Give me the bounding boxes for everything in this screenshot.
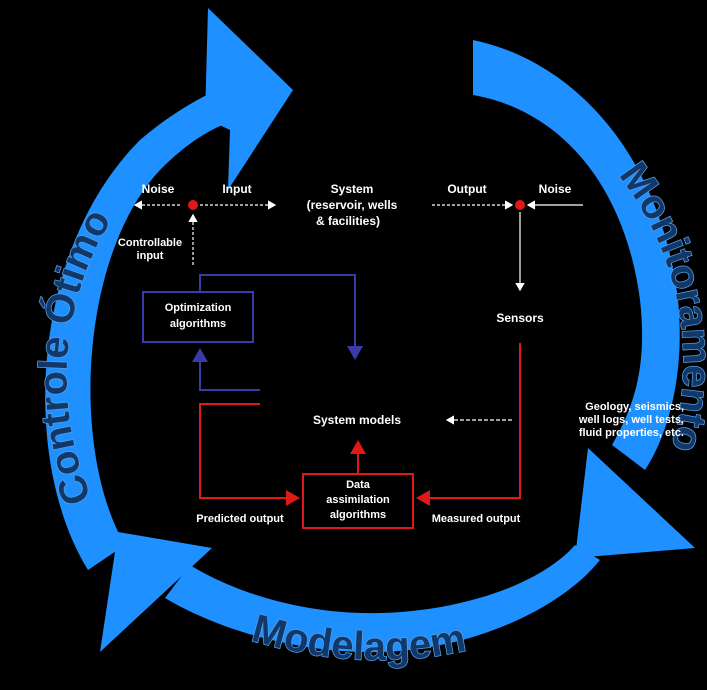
cycle-arrow-left <box>45 82 250 570</box>
optimization-label-2: algorithms <box>170 318 226 330</box>
controllable-input-label-1: Controllable <box>118 237 182 249</box>
models-feedback-line <box>192 348 260 391</box>
predicted-output-line <box>199 403 300 506</box>
geology-label-3: fluid properties, etc. <box>579 427 684 439</box>
cycle-arrows <box>45 8 695 653</box>
system-models-label: System models <box>313 413 401 427</box>
system-label-1: System <box>331 182 374 196</box>
controllable-input-label-2: input <box>137 250 164 262</box>
predicted-output-label: Predicted output <box>196 513 284 525</box>
optimization-label-1: Optimization <box>165 302 232 314</box>
summing-point-output <box>515 200 525 210</box>
optimization-box <box>142 291 254 343</box>
optimization-loop <box>142 274 363 391</box>
data-assimilation-label-3: algorithms <box>330 509 386 521</box>
models-to-optimization-line <box>199 274 363 360</box>
geology-label-1: Geology, seismics, <box>585 401 684 413</box>
data-assimilation-label-2: assimilation <box>326 494 390 506</box>
geology-label-2: well logs, well tests, <box>578 414 684 426</box>
top-flow <box>133 200 583 292</box>
data-assimilation-label-1: Data <box>346 479 371 491</box>
cycle-arrowhead-bottom <box>100 532 212 652</box>
noise-left-label: Noise <box>142 182 175 196</box>
data-assimilation-loop <box>199 343 521 529</box>
summing-point-input <box>188 200 198 210</box>
system-label-3: & facilities) <box>316 214 380 228</box>
input-label: Input <box>222 182 251 196</box>
noise-right-label: Noise <box>539 182 572 196</box>
measured-output-line <box>416 343 521 506</box>
system-label-2: (reservoir, wells <box>307 198 398 212</box>
cycle-arrowhead-top <box>205 8 293 190</box>
cycle-arrowhead-right <box>575 448 695 558</box>
cycle-arrow-right <box>473 40 680 470</box>
output-label: Output <box>447 182 486 196</box>
measured-output-label: Measured output <box>432 513 521 525</box>
sensors-label: Sensors <box>496 311 544 325</box>
cycle-arrow-bottom <box>165 545 600 653</box>
